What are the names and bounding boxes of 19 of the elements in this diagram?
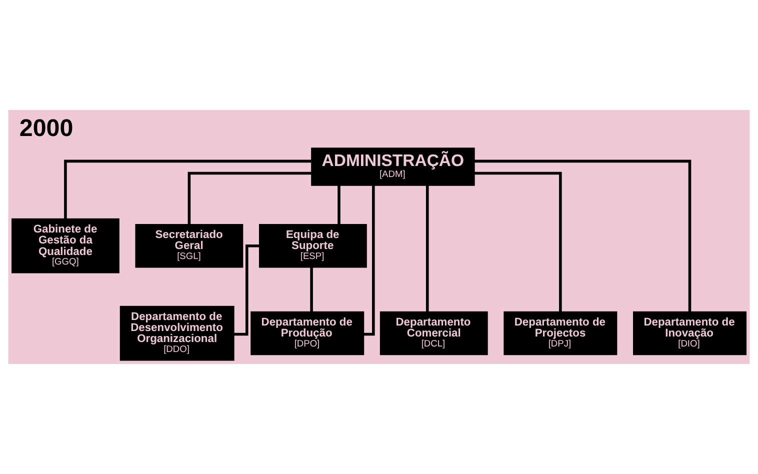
node-box: Departamento de Desenvolvimento Organizacional [DDO] (120, 306, 234, 361)
connector (310, 267, 313, 312)
connector (426, 186, 429, 312)
node-box: Departamento de Inovação [DIO] (633, 311, 746, 356)
diagram-title: 2000 (19, 114, 74, 142)
connector (188, 172, 312, 224)
node-box: Gabinete de Gestão da Qualidade [GGQ] (12, 218, 120, 274)
node-box: ADMINISTRAÇÃO [ADM] (311, 148, 475, 186)
node-box: Departamento de Produção [DPO] (250, 311, 364, 356)
connector (474, 160, 692, 312)
connector (234, 244, 260, 336)
node-box: Equipa de Suporte [ESP] (258, 224, 367, 268)
node-box: Secretariado Geral [SGL] (135, 224, 244, 268)
node-box: Departamento de Projectos [DPJ] (504, 311, 618, 356)
connector (474, 172, 562, 312)
node-box: Departamento Comercial [DCL] (380, 311, 488, 356)
connector (64, 160, 312, 219)
connector (364, 186, 375, 336)
connector (338, 186, 340, 224)
